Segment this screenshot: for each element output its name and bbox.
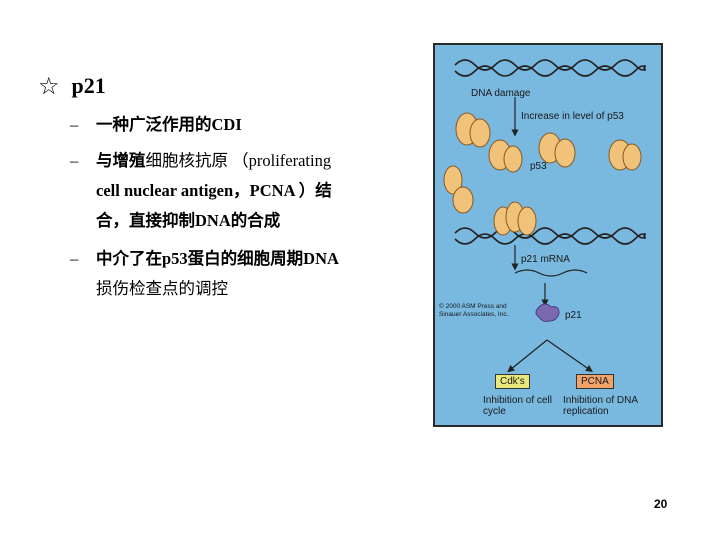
pcna-box: PCNA	[576, 374, 614, 389]
p53-bound-to-dna	[493, 201, 537, 236]
cdks-box: Cdk's	[495, 374, 530, 389]
figure-copyright: © 2000 ASM Press and Sinauer Associates,…	[439, 303, 509, 318]
dna-helix-top	[454, 59, 646, 77]
bullet-1: – 一种广泛作用的CDI	[70, 110, 402, 140]
p21-protein	[535, 303, 560, 322]
star-outline-icon: ☆	[38, 72, 60, 100]
bullet-2: – 与增殖细胞核抗原 （proliferating cell nuclear a…	[70, 146, 402, 236]
branch-left	[507, 339, 548, 373]
bullet-1-text: 一种广泛作用的CDI	[96, 115, 242, 134]
bullet-3-line-1: 中介了在p53蛋白的细胞周期DNA	[96, 249, 339, 268]
pathway-diagram	[443, 59, 646, 373]
label-inhibition-dna-replication: Inhibition of DNA replication	[563, 395, 638, 417]
label-dna-damage: DNA damage	[471, 88, 531, 99]
bullet-3: – 中介了在p53蛋白的细胞周期DNA 损伤检查点的调控	[70, 244, 402, 304]
bullet-2-line-3: 合，直接抑制DNA的合成	[96, 211, 281, 230]
bullet-3-line-2: 损伤检查点的调控	[96, 279, 228, 298]
label-inhibition-cell-cycle: Inhibition of cell cycle	[483, 395, 552, 417]
bullet-2-line-2: cell nuclear antigen，PCNA ）结	[96, 181, 332, 200]
bullet-2-normal-part: 细胞核抗原 （proliferating	[145, 151, 332, 170]
mrna-line	[514, 269, 588, 277]
p53-p21-pathway-figure: DNA damage Increase in level of p53 p53 …	[433, 43, 663, 427]
bullet-dash: –	[70, 115, 79, 134]
dna-helix-bottom	[454, 227, 646, 245]
label-p21: p21	[565, 310, 582, 321]
bullet-dash: –	[70, 151, 79, 170]
label-p53: p53	[530, 161, 547, 172]
bullet-2-bold-part: 与增殖	[96, 151, 146, 170]
heading-title: p21	[71, 73, 106, 98]
branch-right	[546, 339, 593, 373]
p53-protein-blobs	[443, 112, 642, 214]
bullet-dash: –	[70, 249, 79, 268]
bullet-2-line-1: 与增殖细胞核抗原 （proliferating	[72, 146, 402, 176]
slide-heading: ☆ p21	[38, 72, 106, 100]
label-p21-mrna: p21 mRNA	[521, 254, 570, 265]
label-increase-p53: Increase in level of p53	[521, 111, 624, 122]
page-number: 20	[654, 497, 668, 511]
